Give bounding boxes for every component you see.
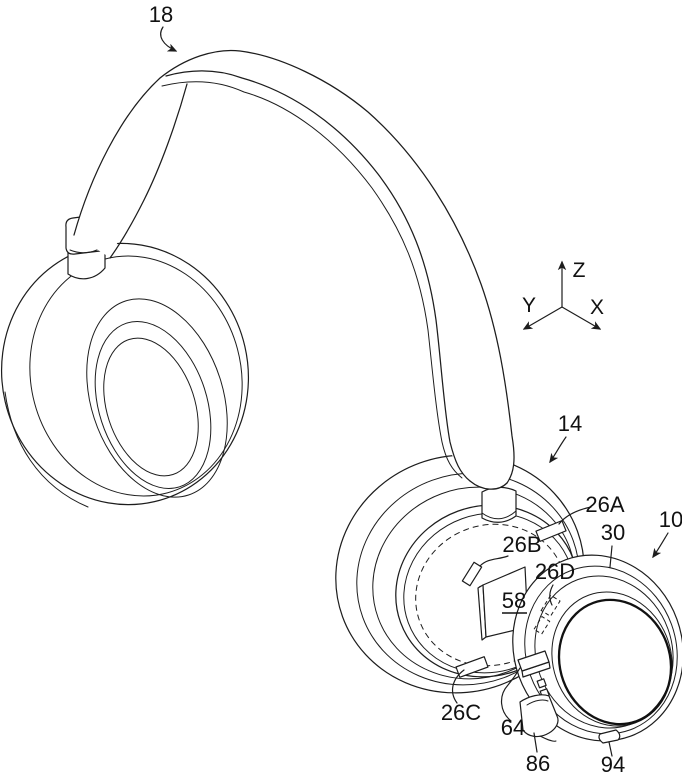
left-earcup [0,242,250,508]
slot-26D-lower [533,615,551,635]
latch-86-hook [519,694,559,738]
leader-14 [549,436,567,464]
latch-64-top-face [517,650,550,672]
axis-z-label: Z [573,259,586,282]
latch-86-inner-line [526,699,549,706]
ref-numeral-26A-slot: 26A [585,492,624,517]
leader-lines [160,26,669,757]
latch-64 [517,650,551,678]
right-yoke-base-ring [481,510,517,520]
right-earcup-shell-contour-1 [356,472,580,686]
ref-numeral-64-latch: 64 [501,715,525,740]
axis-x-line [561,306,602,330]
leader-10 [652,532,669,559]
left-earcup-cushion-ring-1 [86,298,228,498]
left-earcup-opening [103,337,199,477]
axis-triad: Z Y X [522,259,604,330]
headband-strap-inner-edge [109,83,188,259]
slot-26A [535,520,567,542]
cover-ring-30-outer [524,565,678,735]
headband-fill-main [160,50,515,490]
ref-numeral-18-headband: 18 [149,2,173,27]
leader-26B [479,555,509,567]
ref-numeral-14-right-earcup: 14 [558,411,582,436]
headband-thickness-line [161,81,463,479]
right-yoke-post [481,486,517,523]
axis-y-label: Y [522,294,536,317]
headband-inner-edge [165,70,471,482]
latch-86 [519,694,559,742]
slot-26D-upper [540,594,561,617]
cover-face-outline [557,598,673,726]
leader-18 [160,26,178,52]
slot-26B [461,561,483,587]
ref-numeral-26D-slot: 26D [535,559,575,584]
cover-face-thin-ring [551,591,673,727]
leader-30 [609,545,613,568]
reference-numerals: 18 14 26A 10 30 26B 26D 58 26C 64 86 94 [149,2,682,776]
slot-26C [455,656,489,678]
left-earcup-cushion-ring-2 [94,321,212,489]
ref-numeral-26C-slot: 26C [441,700,481,725]
headband-outer-edge [73,49,515,484]
cover-rim-notch-upper [536,678,547,689]
ref-numeral-30-ring: 30 [601,520,625,545]
axis-y-line [522,306,563,330]
leader-94 [608,741,613,757]
headband-fill-strap [74,78,186,257]
earcup-cover [512,554,682,744]
right-earcup-shell-contour-2 [372,486,576,680]
axis-x-label: X [590,296,604,319]
right-yoke [481,486,517,523]
headband [73,49,515,490]
ref-numeral-10-cover: 10 [659,507,682,532]
ref-numeral-86-latch: 86 [526,751,550,776]
leader-64 [501,667,521,722]
ref-numeral-94-tab: 94 [601,752,625,776]
leader-26A [558,506,592,525]
left-earcup-shell-seam [4,391,89,508]
headband-end-cap [469,480,508,490]
leader-26C [451,669,465,704]
latch-86-tip-line [539,735,557,742]
tab-94 [598,729,621,744]
ref-numeral-58-module: 58 [502,588,526,613]
leader-26D [549,584,554,606]
leader-86 [533,732,538,753]
cover-outer-outline [512,554,682,742]
ref-numeral-26B-slot: 26B [502,532,541,557]
